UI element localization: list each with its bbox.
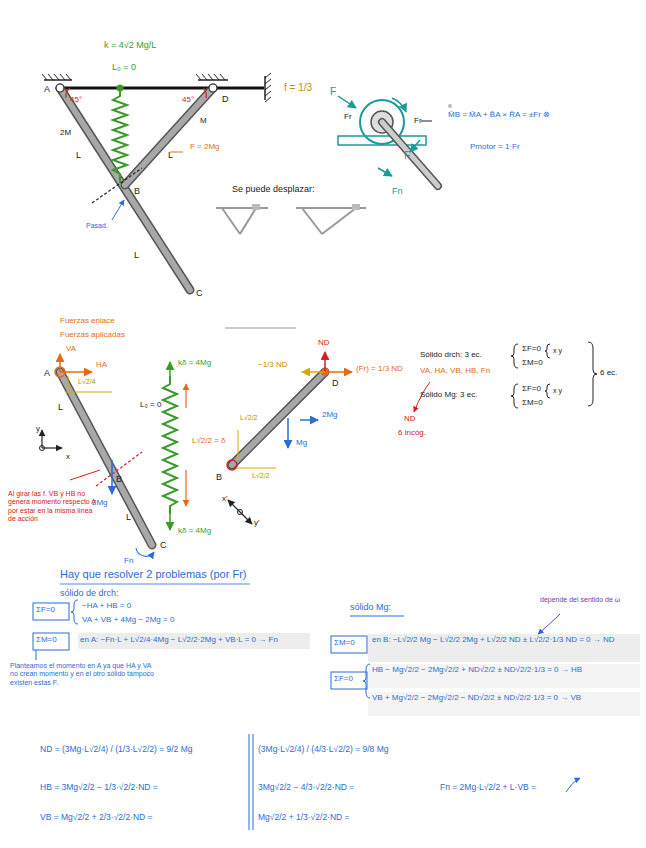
annotation-text: VA, HA, VB, HB, Fn [420, 366, 490, 376]
annotation-text: en A: −Fn·L + L√2/4·4Mg − L√2/2·2Mg + VB… [80, 635, 278, 645]
annotation-text: C [196, 288, 203, 299]
annotation-text: f = 1/3 [284, 82, 312, 94]
annotation-text: x y [553, 387, 562, 395]
annotation-text: L₀ = 0 [112, 62, 136, 73]
annotation-text: Fuerzas enlace [60, 316, 115, 326]
annotation-text: L [58, 402, 63, 413]
annotation-text: Planteamos el momento en A ya que HA y V… [10, 662, 160, 687]
annotation-text: ΣM=0 [522, 398, 543, 408]
annotation-text: Pasad. [86, 222, 108, 230]
left-free-body [40, 354, 155, 556]
annotation-text: 6 incóg. [398, 428, 426, 438]
annotation-text: y' [254, 518, 260, 528]
displacement-sketch [216, 204, 366, 234]
annotation-text: Hay que resolver 2 problemas (por Fr) [60, 568, 246, 581]
annotation-text: HB = 3Mg√2/2 − 1/3·√2/2·ND = [40, 782, 158, 792]
brace [414, 342, 597, 412]
annotation-text: VB + Mg√2/2 − 2Mg√2/2 − ND√2/2 ± ND√2/2·… [372, 693, 638, 703]
annotation-text: Fuerzas aplicadas [60, 330, 125, 340]
annotation-text: ΣF=0 [36, 605, 55, 615]
annotation-text: Fn = 2Mg·L√2/2 + L·VB = [440, 782, 536, 792]
annotation-text: ND = (3Mg·L√2/4) / (1/3·L√2/2) = 9/2 Mg [40, 744, 192, 754]
annotation-text: y [36, 424, 40, 434]
annotation-text: A [44, 84, 50, 95]
annotation-text: HA [96, 360, 107, 370]
annotation-text: ΣF=0 [522, 344, 541, 354]
annotation-text: kδ = 4Mg [178, 526, 211, 536]
annotation-text: 2Mg [322, 410, 338, 420]
annotation-text: F = 2Mg [190, 142, 220, 152]
annotation-text: L [76, 150, 81, 161]
spring-free-body [163, 362, 186, 530]
annotation-text: L√2/2 = δ [192, 436, 226, 446]
annotation-text: Sólido Mg: 3 ec. [420, 390, 477, 400]
annotation-text: Fr [344, 112, 352, 122]
annotation-text: B [134, 186, 140, 197]
annotation-text: F [404, 150, 410, 162]
annotation-text: 45° [70, 95, 82, 105]
annotation-text: x' [222, 494, 228, 504]
annotation-text: HB − Mg√2/2 − 2Mg√2/2 + ND√2/2 ± ND√2/2·… [372, 665, 638, 675]
annotation-text: Pmotor = 1·Fr [470, 142, 520, 152]
annotation-text: 3Mg√2/2 − 4/3·√2/2·ND = [258, 782, 354, 792]
annotation-text: ΣF=0 [334, 674, 353, 684]
annotation-text: kδ = 4Mg [178, 358, 211, 368]
annotation-text: sólido de drch: [60, 588, 119, 599]
annotation-text: L√2/2 [240, 414, 257, 422]
annotation-text: B [116, 474, 122, 485]
annotation-text: L√2/2 [252, 472, 269, 480]
annotation-text: Sólido drch: 3 ec. [420, 350, 482, 360]
annotation-text: ΣF=0 [522, 384, 541, 394]
annotation-text: Se puede desplazar: [232, 184, 315, 195]
annotation-text: x [66, 452, 70, 462]
annotation-text: k = 4√2 Mg/L [104, 40, 156, 51]
annotation-text: A [44, 368, 50, 379]
annotation-text: 45° [182, 95, 194, 105]
annotation-text: sólido Mg: [350, 602, 391, 613]
annotation-text: D [332, 378, 339, 389]
annotation-text: F [330, 86, 336, 98]
top-structure [42, 73, 271, 290]
annotation-text: M [200, 116, 207, 126]
annotation-text: L₀ = 0 [140, 400, 161, 410]
annotation-text: −HA + HB = 0 [82, 601, 131, 611]
annotation-text: ΣM=0 [334, 638, 355, 648]
annotation-text: −1/3 ND [258, 360, 288, 370]
annotation-text: en B: −L√2/2 Mg − L√2/2 2Mg + L√2/2 ND ±… [372, 635, 638, 645]
annotation-text: x y [553, 347, 562, 355]
right-free-body [227, 352, 352, 524]
annotation-text: Mg [296, 438, 307, 448]
annotation-text: M̄B = M̄A + B̄A × R̄A = ±Fr ⊗ [448, 110, 550, 120]
annotation-text: VA + VB + 4Mg − 2Mg = 0 [82, 615, 174, 625]
annotation-text: L [134, 250, 139, 261]
annotation-text: Fn [124, 556, 133, 566]
annotation-text: L [126, 512, 131, 523]
annotation-text: Al girar las f. VB y HB no genera moment… [8, 490, 100, 524]
annotation-text: VB = Mg√2/2 + 2/3·√2/2·ND = [40, 812, 153, 822]
annotation-text: (3Mg·L√2/4) / (4/3·L√2/2) = 9/8 Mg [258, 744, 389, 754]
annotation-text: Fn [392, 186, 403, 197]
equation-decor [33, 584, 640, 830]
annotation-text: 6 ec. [600, 368, 617, 378]
annotation-text: Fr [414, 116, 422, 126]
annotation-text: ND [404, 414, 416, 424]
annotation-text: ND [318, 338, 330, 348]
annotation-text: depende del sentido de ω [540, 596, 635, 604]
annotation-text: ΣM=0 [36, 635, 57, 645]
separator [225, 327, 296, 329]
annotation-text: Mg√2/2 + 1/3·√2/2·ND = [258, 812, 350, 822]
annotation-text: 2M [60, 128, 71, 138]
annotation-text: ΣM=0 [522, 358, 543, 368]
annotation-text: (Fr) = 1/3 ND [356, 364, 403, 374]
annotation-text: D [222, 94, 229, 105]
annotation-text: L [168, 150, 173, 161]
motor-sketch [338, 96, 452, 186]
annotation-text: VA [66, 344, 76, 354]
annotation-text: C [160, 540, 167, 551]
annotation-text: L√2/4 [78, 378, 95, 386]
annotation-text: B [216, 472, 222, 483]
